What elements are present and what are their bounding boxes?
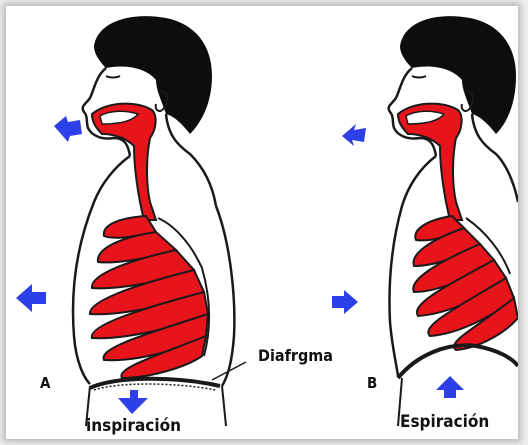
figure-letter-b: B xyxy=(367,374,377,392)
phase-label-expiration: Espiración xyxy=(400,412,489,432)
diagram-frame: A inspiración B Espiración Diafrgma xyxy=(6,6,518,439)
figure-letter-a: A xyxy=(40,374,50,392)
lungs-b xyxy=(413,216,518,350)
body-outline-b xyxy=(390,156,437,376)
arrow-left-icon xyxy=(54,116,82,142)
figure-a xyxy=(16,16,246,426)
diaphragm-label: Diafrgma xyxy=(258,346,333,365)
figure-b xyxy=(332,16,518,426)
arrow-right-icon xyxy=(332,290,358,314)
arrow-down-icon xyxy=(118,390,148,414)
arrow-left-icon xyxy=(16,284,46,312)
phase-label-inspiration: inspiración xyxy=(86,416,181,436)
arrow-right-icon xyxy=(342,124,366,146)
respiration-diagram xyxy=(6,6,518,439)
lungs-a xyxy=(90,216,209,378)
arrow-up-icon xyxy=(436,376,464,398)
